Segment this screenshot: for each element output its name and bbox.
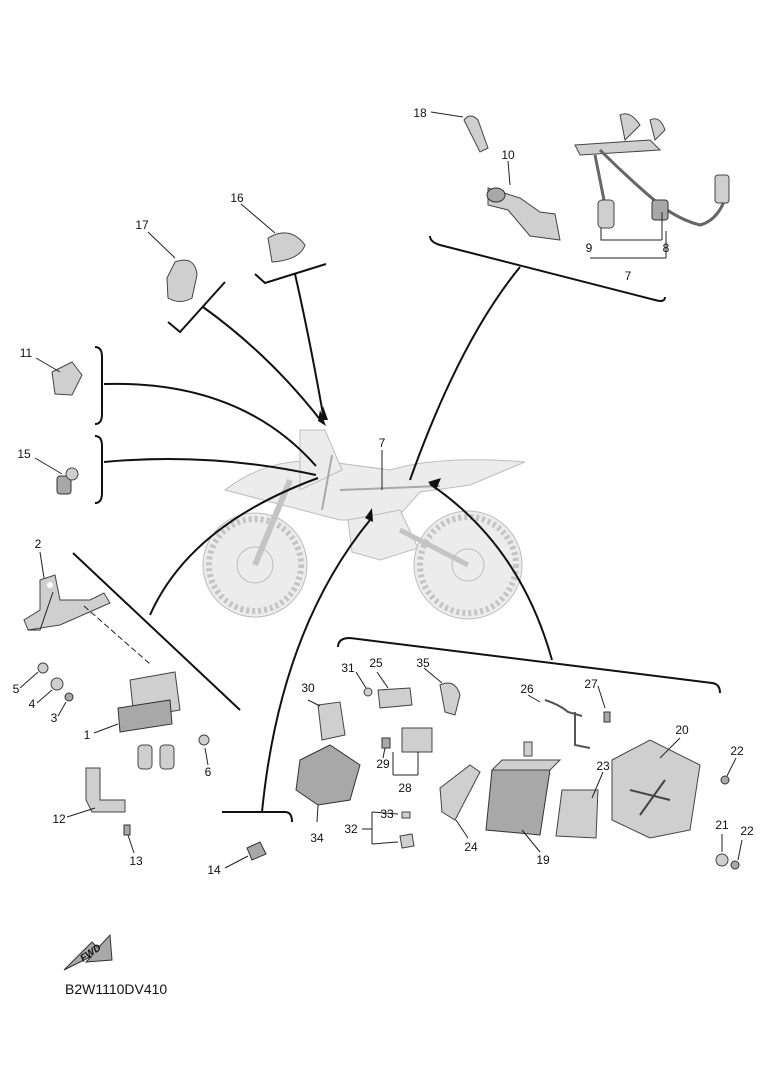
callout-32: 32 <box>344 822 358 836</box>
part-24-cover <box>439 764 481 821</box>
part-1-rectifier-regulator <box>117 671 181 770</box>
callout-12: 12 <box>52 812 66 826</box>
part-18-band <box>463 115 489 153</box>
part-17-band <box>166 259 198 302</box>
callout-4: 4 <box>29 697 36 711</box>
callout-22-upper: 22 <box>730 744 744 758</box>
diagram-code: B2W1110DV410 <box>65 981 167 997</box>
arrow-head-3 <box>365 508 373 522</box>
callout-25: 25 <box>369 656 383 670</box>
callout-29: 29 <box>376 757 390 771</box>
callout-23: 23 <box>596 759 610 773</box>
callout-18: 18 <box>413 106 427 120</box>
callout-7-bike: 7 <box>379 436 386 450</box>
link-regulator <box>149 477 319 616</box>
callout-1: 1 <box>84 728 91 742</box>
callout-21: 21 <box>715 818 729 832</box>
link-14 <box>261 519 371 813</box>
callout-6: 6 <box>205 765 212 779</box>
arrow-head-4 <box>428 478 441 490</box>
callout-27: 27 <box>584 677 598 691</box>
group-bracket-harness <box>429 235 666 302</box>
link-16 <box>294 273 325 421</box>
link-harness <box>409 266 521 481</box>
part-16-band <box>267 232 306 263</box>
link-11 <box>103 382 317 467</box>
link-15 <box>103 458 317 476</box>
callout-17: 17 <box>135 218 149 232</box>
leader-lines <box>19 111 743 869</box>
part-15-sensor <box>56 467 79 495</box>
callout-9: 9 <box>586 241 593 255</box>
fwd-arrow-icon <box>63 933 113 971</box>
callout-30: 30 <box>301 681 315 695</box>
group-bracket-15 <box>94 435 103 504</box>
part-harness-assy <box>574 113 730 229</box>
callout-19: 19 <box>536 853 550 867</box>
callout-7-harness: 7 <box>625 269 632 283</box>
group-bracket-11 <box>94 346 103 425</box>
callout-28: 28 <box>398 781 412 795</box>
part-hardware-3-4-5-6 <box>37 662 210 746</box>
part-12-bracket <box>85 767 131 836</box>
part-2-bracket <box>23 574 111 631</box>
callout-15: 15 <box>17 447 31 461</box>
motorcycle-illustration <box>202 429 526 620</box>
part-25-31-35-assembly <box>363 682 461 753</box>
callout-35: 35 <box>416 656 430 670</box>
link-17 <box>202 306 323 423</box>
callout-3: 3 <box>51 711 58 725</box>
part-34-box <box>295 744 361 806</box>
part-11-bracket <box>51 361 83 396</box>
part-10-coupler-cover <box>486 187 561 241</box>
part-14-bolt <box>246 841 267 861</box>
part-21-22-hardware <box>715 775 740 870</box>
callout-5: 5 <box>13 682 20 696</box>
callout-33: 33 <box>380 807 394 821</box>
callout-34: 34 <box>310 831 324 845</box>
callout-16: 16 <box>230 191 244 205</box>
group-bracket-regulator <box>72 552 241 711</box>
part-19-battery <box>485 759 562 836</box>
callout-14: 14 <box>207 863 221 877</box>
callout-31: 31 <box>341 661 355 675</box>
group-bracket-16 <box>254 263 327 285</box>
arrow-head-2 <box>320 406 328 420</box>
callout-10: 10 <box>501 148 515 162</box>
callout-24: 24 <box>464 840 478 854</box>
link-battery <box>429 483 553 661</box>
callout-26: 26 <box>520 682 534 696</box>
callout-13: 13 <box>129 854 143 868</box>
callout-2: 2 <box>35 537 42 551</box>
callout-labels: 18 10 9 8 7 16 17 11 15 7 2 5 4 3 1 6 12… <box>13 106 754 877</box>
part-33-fuse <box>399 811 415 849</box>
part-30-cover <box>317 701 346 741</box>
callout-22-lower: 22 <box>740 824 754 838</box>
callout-20: 20 <box>675 723 689 737</box>
group-bracket-battery <box>337 636 721 694</box>
part-23-pad <box>555 789 599 839</box>
part-26-27-lead <box>523 699 611 757</box>
part-20-bracket <box>611 739 701 839</box>
group-bracket-14 <box>222 811 293 823</box>
callout-11: 11 <box>20 346 33 360</box>
group-bracket-17 <box>167 281 226 334</box>
callout-8: 8 <box>663 241 670 255</box>
